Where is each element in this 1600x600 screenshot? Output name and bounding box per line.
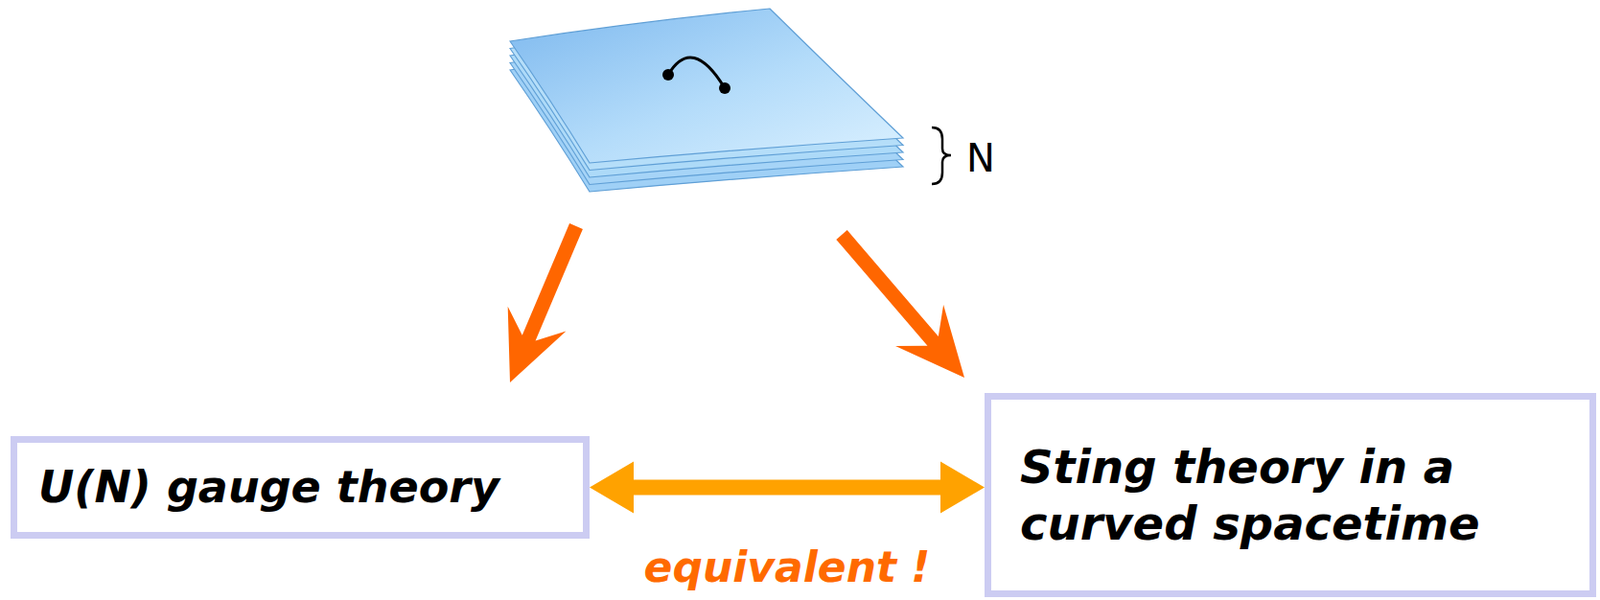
text-box: U(N) gauge theory bbox=[10, 436, 590, 539]
string-endpoint bbox=[662, 69, 674, 81]
string-arc bbox=[668, 57, 725, 89]
text-box: Sting theory in a curved spacetime bbox=[984, 393, 1597, 598]
brane-stack bbox=[510, 8, 904, 192]
flow-arrow bbox=[508, 223, 583, 383]
curly-bracket bbox=[931, 127, 951, 185]
double-arrow bbox=[589, 462, 985, 514]
count-label: N bbox=[966, 136, 996, 181]
box-label: Sting theory in a curved spacetime bbox=[1020, 439, 1561, 552]
box-label: U(N) gauge theory bbox=[38, 460, 500, 514]
brane-sheet bbox=[510, 8, 904, 163]
edge-label: equivalent ! bbox=[644, 541, 931, 594]
open-string bbox=[662, 57, 731, 94]
string-endpoint bbox=[718, 82, 731, 94]
flow-arrow bbox=[835, 230, 965, 378]
